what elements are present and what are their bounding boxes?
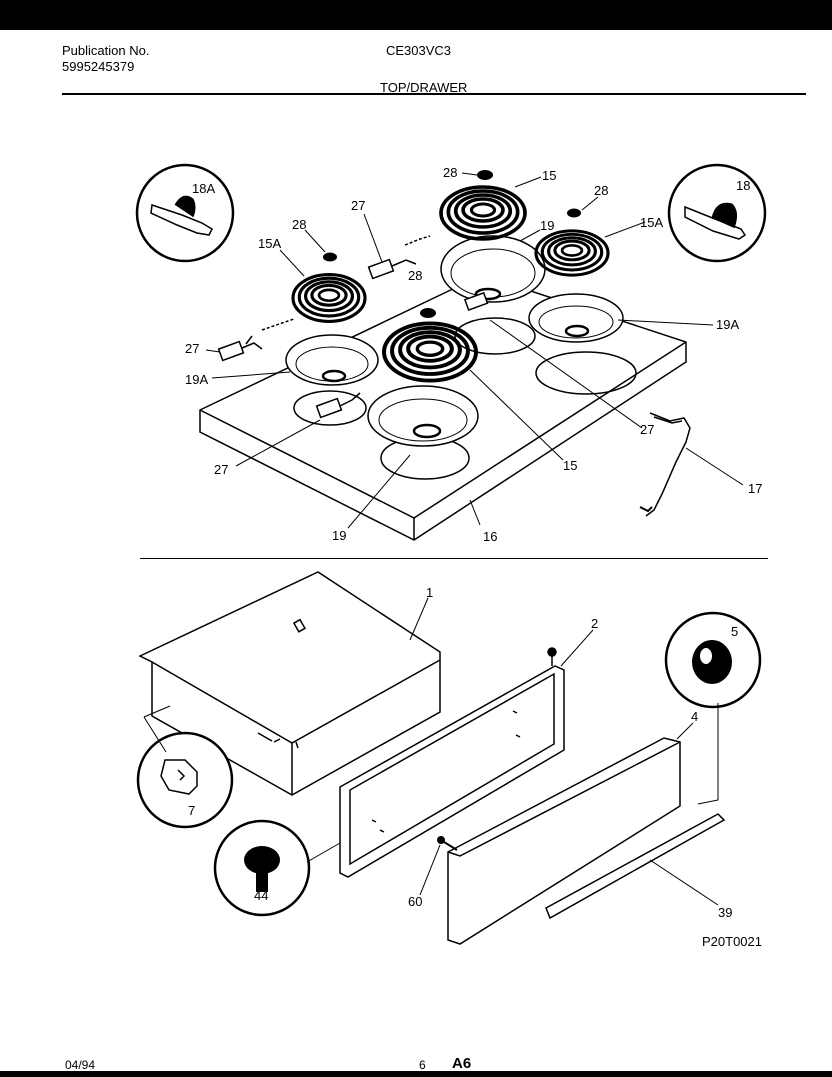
switch-wire-assembly [639,412,691,517]
callout-60: 60 [408,894,422,909]
drip-bowl-front-large [367,385,479,447]
detail-circle-18 [667,163,767,263]
callout-18A: 18A [192,181,215,196]
callout-28: 28 [292,217,306,232]
upper-leader-lines [205,172,744,529]
callout-27: 27 [351,198,365,213]
detail-circle-18A [135,163,235,263]
callout-15: 15 [563,458,577,473]
drip-bowl-right-small [528,293,624,343]
lower-leader-lines [143,597,719,906]
footer-page-number: 6 [419,1058,426,1072]
callout-2: 2 [591,616,598,631]
top-black-band [0,0,832,30]
screw-60 [437,836,458,851]
callout-17: 17 [748,481,762,496]
callout-15A: 15A [258,236,281,251]
bottom-black-band [0,1071,832,1077]
callout-16: 16 [483,529,497,544]
callout-19: 19 [332,528,346,543]
handle-rod [545,813,726,920]
drip-bowl-back-large [440,235,546,303]
callout-39: 39 [718,905,732,920]
callout-19: 19 [540,218,554,233]
footer-page-code: A6 [452,1055,472,1072]
header-rule [62,93,806,95]
callout-28: 28 [408,268,422,283]
callout-1: 1 [426,585,433,600]
detail-circle-7 [136,731,234,829]
burner-openings [293,317,637,480]
callout-19A: 19A [716,317,739,332]
callout-5: 5 [731,624,738,639]
callout-28: 28 [443,165,457,180]
callout-15A: 15A [640,215,663,230]
drawing-code: P20T0021 [702,934,762,949]
drawer-body [138,571,441,796]
detail-circle-5 [664,611,762,709]
section-title: TOP/DRAWER [380,80,468,95]
detail-circle-44 [213,819,311,917]
callout-27: 27 [640,422,654,437]
element-receptacles [217,235,489,419]
drip-bowl-left-small [285,334,379,386]
drawer-handle-trim [447,737,681,945]
callout-27: 27 [214,462,228,477]
surface-element-back-large [439,185,527,241]
model-number: CE303VC3 [386,43,452,58]
callout-28: 28 [594,183,608,198]
callout-19A: 19A [185,372,208,387]
callout-4: 4 [691,709,698,724]
callout-7: 7 [188,803,195,818]
callout-labels: 18A 18 28 15 28 27 28 19 15A 15A 28 19A … [185,165,762,949]
trim-ring-spacers [323,170,581,318]
publication-number: 5995245379 [62,59,135,74]
callout-15: 15 [542,168,556,183]
surface-element-left-small [291,273,367,323]
footer-date: 04/94 [65,1058,96,1072]
surface-element-right-small [534,229,610,277]
callout-27: 27 [185,341,199,356]
drawer-front-panel [339,647,565,878]
callout-44: 44 [254,888,268,903]
callout-18: 18 [736,178,750,193]
section-divider [140,558,768,559]
publication-label: Publication No. [62,43,150,58]
